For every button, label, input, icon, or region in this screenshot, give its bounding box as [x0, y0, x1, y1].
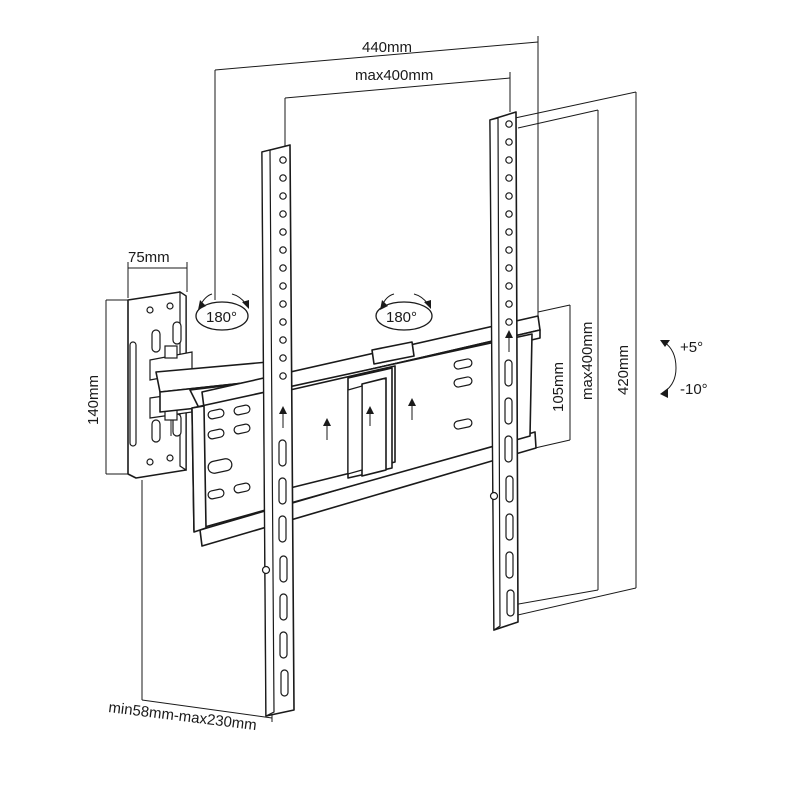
tilt-indicator: +5° -10°: [660, 339, 708, 398]
dimension-wall-plate-width: 75mm: [127, 249, 188, 298]
dimension-overall-height: 420mm: [495, 91, 637, 621]
tilt-up-label: +5°: [680, 339, 703, 356]
wall-plate-width-label: 75mm: [128, 249, 170, 266]
dimension-arm-height: 105mm: [534, 304, 571, 449]
vesa-width-label: max400mm: [355, 67, 433, 84]
overall-height-label: 420mm: [615, 345, 632, 395]
wall-plate-height-label: 140mm: [85, 375, 102, 425]
dimension-vesa-height: max400mm: [495, 109, 599, 609]
left-swivel-indicator: 180°: [195, 293, 249, 331]
left-vesa-strap: [261, 144, 295, 717]
right-swivel-indicator: 180°: [375, 293, 433, 331]
wall-distance-label: min58mm-max230mm: [108, 699, 258, 734]
dimension-vesa-width: max400mm: [284, 67, 511, 148]
tilt-down-label: -10°: [680, 381, 708, 398]
right-strap-holes: [489, 120, 515, 617]
left-swivel-label: 180°: [206, 309, 237, 326]
rail-frame: [191, 315, 541, 547]
dimension-overall-width: 440mm: [214, 36, 539, 320]
dimension-wall-plate-height: 140mm: [85, 299, 128, 475]
left-strap-holes: [261, 156, 289, 697]
right-vesa-strap: [489, 111, 519, 632]
overall-width-label: 440mm: [362, 39, 412, 56]
right-swivel-label: 180°: [386, 309, 417, 326]
vesa-height-label: max400mm: [579, 322, 596, 400]
arm-height-label: 105mm: [550, 362, 567, 412]
